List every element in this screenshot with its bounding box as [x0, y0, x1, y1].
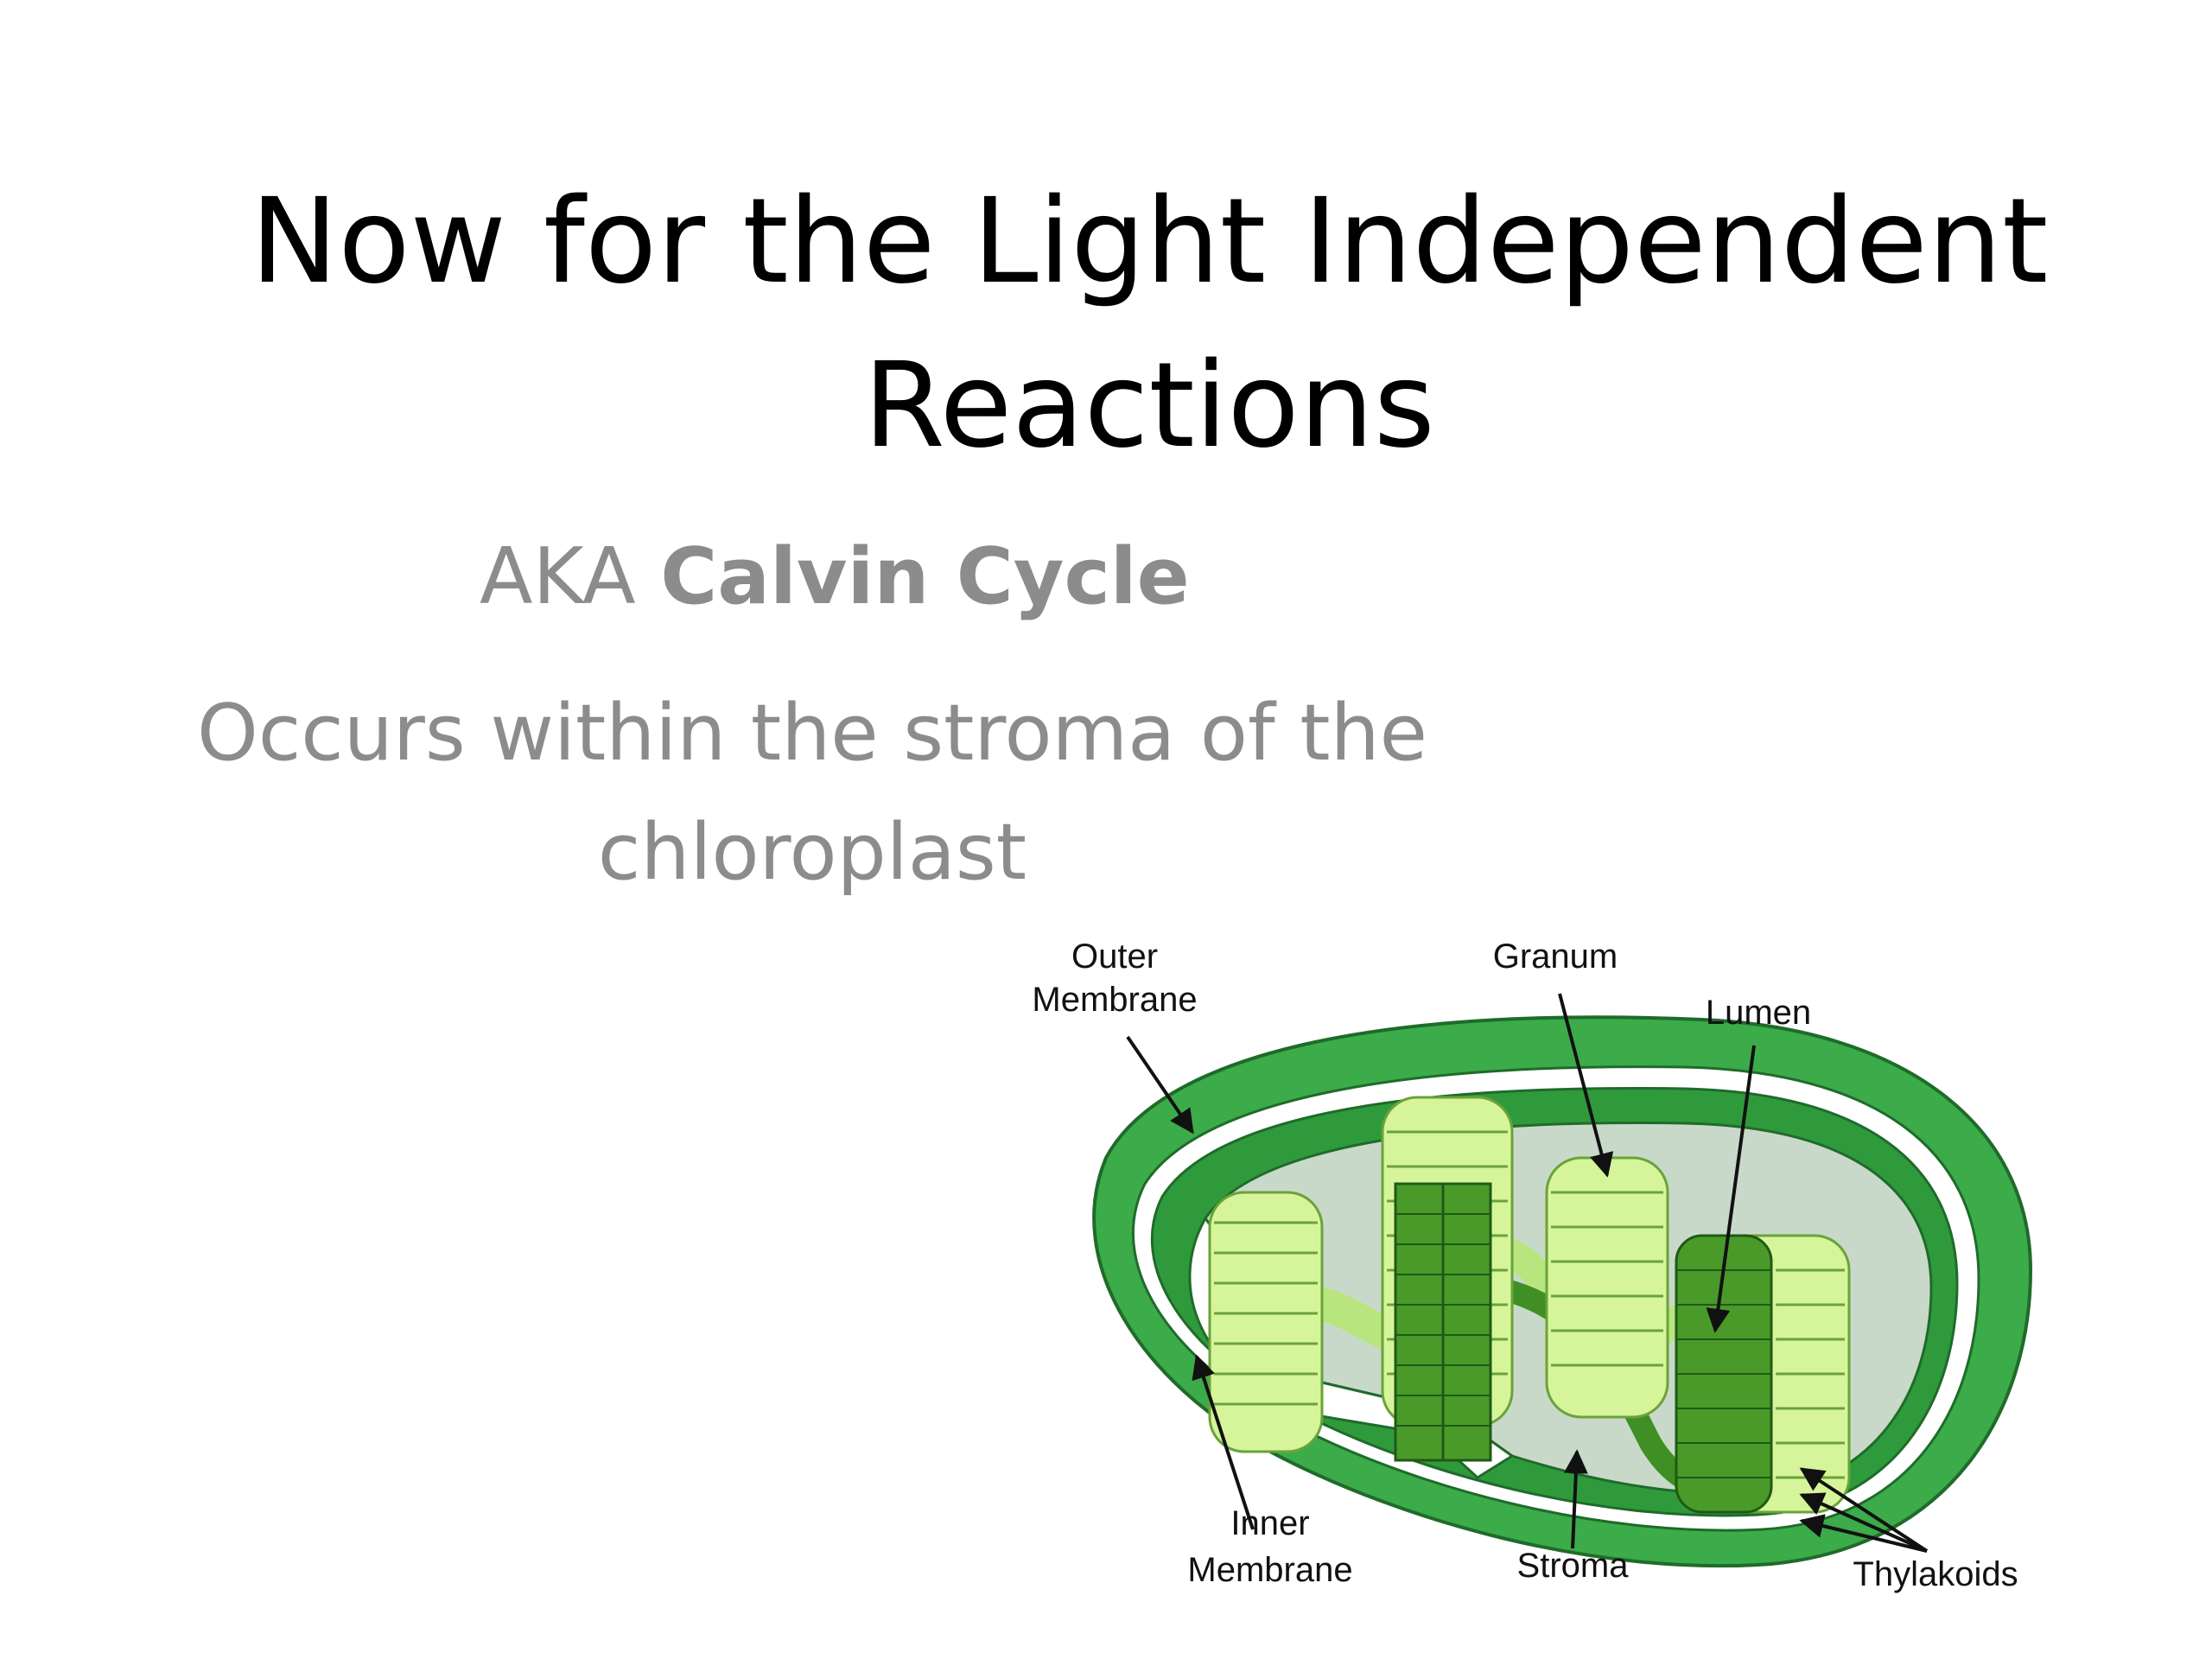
label-thylakoids: Thylakoids [1853, 1555, 2018, 1593]
granum-middle [1545, 1156, 1669, 1419]
occurs-line-2: chloroplast [597, 807, 1027, 898]
aka-line: AKA Calvin Cycle [480, 531, 1190, 622]
thylakoids-pointer-3 [1799, 1514, 1928, 1553]
outer-membrane-pointer [1126, 1035, 1194, 1135]
label-granum: Granum [1493, 938, 1618, 976]
lumen-pointer [1706, 1045, 1756, 1333]
label-outer-2: Membrane [1032, 981, 1197, 1019]
aka-prefix: AKA [480, 531, 636, 622]
inner-membrane-pointer [1192, 1354, 1255, 1530]
thylakoids-pointer-1 [1799, 1467, 1929, 1553]
stroma-pointer [1563, 1449, 1588, 1549]
occurs-line-1: Occurs within the stroma of the [196, 688, 1427, 779]
label-inner-2: Membrane [1187, 1551, 1352, 1589]
aka-bold-term: Calvin Cycle [660, 531, 1190, 622]
chloroplast-diagram: Outer Membrane Granum Lumen Inner Membra… [1032, 938, 2033, 1593]
granum-pointer [1558, 993, 1614, 1178]
label-inner-1: Inner [1230, 1504, 1309, 1542]
label-outer-1: Outer [1071, 938, 1158, 976]
occurs-text: Occurs within the stroma of the chloropl… [173, 674, 1452, 912]
slide-title: Now for the Light Independent Reactions [173, 160, 2126, 488]
granum-cut [1394, 1182, 1492, 1462]
label-stroma: Stroma [1517, 1547, 1630, 1585]
title-line-2: Reactions [863, 338, 1435, 474]
granum-left [1208, 1191, 1324, 1453]
title-line-1: Now for the Light Independent [250, 174, 2049, 310]
granum-right [1675, 1234, 1851, 1514]
thylakoids-pointer-2 [1799, 1492, 1928, 1553]
label-lumen: Lumen [1706, 994, 1811, 1032]
